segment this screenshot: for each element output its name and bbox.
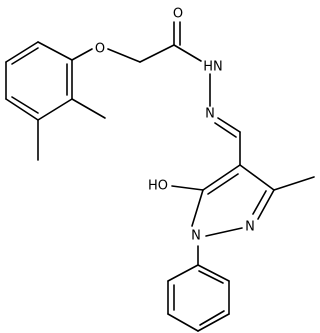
methylene-bond — [139, 44, 175, 63]
bond-layer — [5, 21, 315, 332]
pyrazole-ring-bond — [205, 227, 243, 237]
pyrazole-ring-bond — [191, 189, 204, 227]
phenyl-ring-bond — [167, 264, 199, 282]
aryl-ring-bond — [5, 98, 39, 121]
pyrazole-n1-label: N — [191, 229, 201, 244]
imine-bond — [217, 117, 241, 133]
imine-double-bond — [214, 122, 237, 138]
phenyl-ring-bond — [167, 313, 199, 332]
ether-oxygen-label: O — [95, 42, 105, 57]
pyrazole-ring-double-bond — [207, 173, 239, 195]
carbonyl-oxygen-label: O — [173, 7, 183, 22]
aryl-ring-bond — [37, 41, 73, 61]
hydroxyl-label: HO — [148, 179, 168, 194]
aryl-ring-bond — [37, 98, 73, 121]
phenyl-ring-double-bond — [199, 310, 225, 326]
ether-bond — [107, 48, 141, 63]
hydroxyl-bond — [171, 185, 204, 191]
pyrazole-ring-bond — [202, 164, 241, 191]
methyl-bond — [71, 98, 106, 119]
pyrazole-ring-bond — [257, 189, 275, 220]
imine-nitrogen-label: N — [205, 107, 215, 122]
methyl-bond — [273, 176, 315, 191]
aryl-ring-double-bond — [11, 47, 39, 65]
phenyl-ring-bond — [197, 264, 230, 282]
amide-bond — [173, 44, 202, 62]
ether-bond — [71, 48, 93, 61]
phenyl-ring-bond — [197, 313, 230, 332]
pyrazole-ring-bond — [239, 164, 275, 191]
hydrazide-nitrogen-label: HN — [203, 60, 223, 75]
phenyl-ring-double-bond — [198, 270, 224, 284]
pyrazole-n2-label: N — [245, 220, 255, 235]
aryl-ring-double-bond — [11, 96, 39, 114]
aryl-ring-bond — [5, 41, 39, 63]
pyrazole-ring-double-bond — [252, 190, 267, 215]
